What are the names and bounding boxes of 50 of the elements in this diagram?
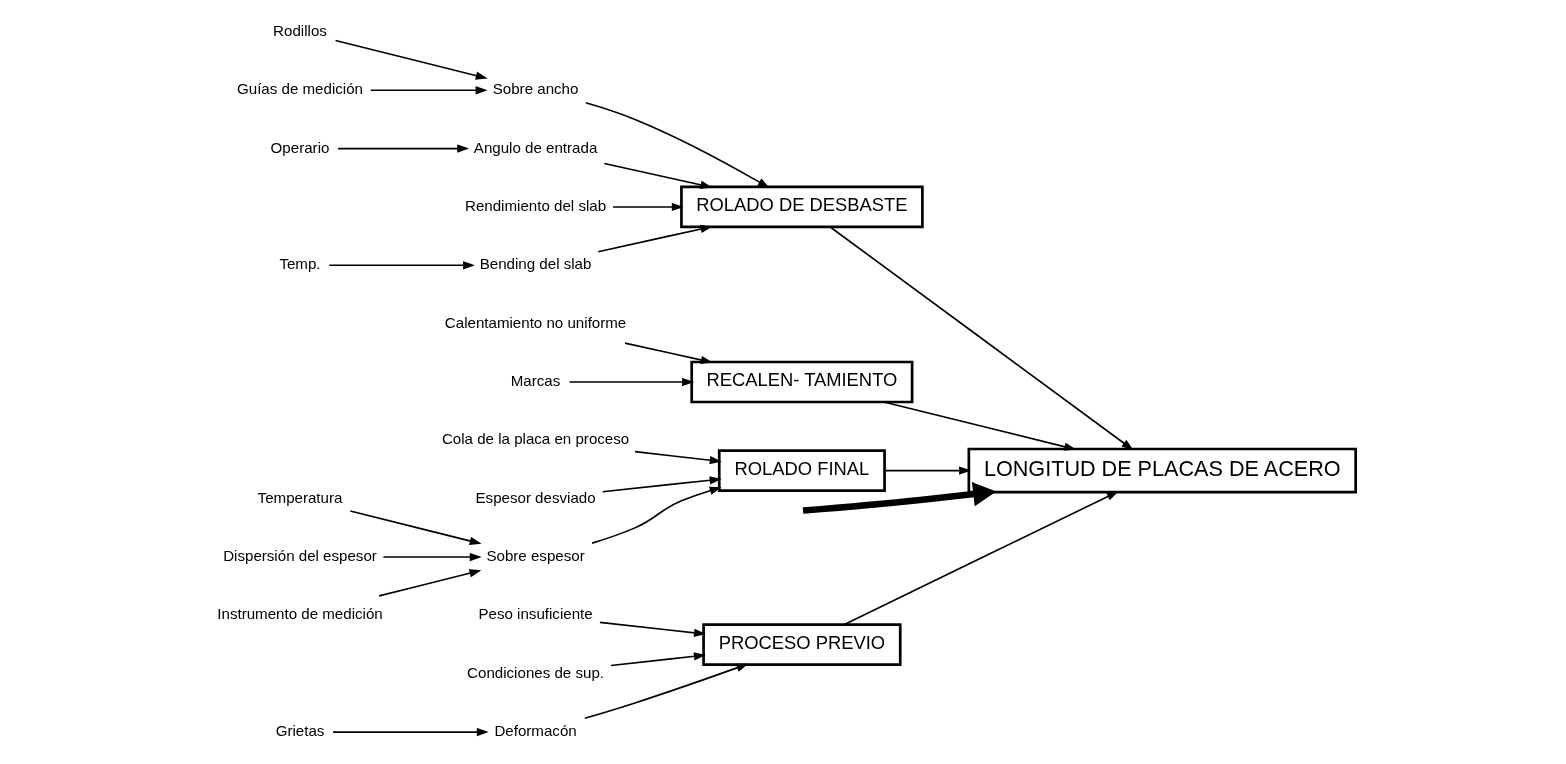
- node-text: Deformacón: [494, 722, 577, 740]
- node-text: Temperatura: [257, 488, 343, 506]
- arrow: [328, 261, 475, 270]
- node-text: Instrumento de medición: [217, 605, 383, 623]
- node-text: Rendimiento del slab: [465, 196, 607, 214]
- arrow: [378, 569, 482, 597]
- node-text: Rodillos: [273, 21, 327, 39]
- arrow: [634, 450, 722, 465]
- arrow: [591, 486, 722, 544]
- arrow: [829, 226, 1134, 451]
- node-text: Guías de medición: [237, 80, 363, 98]
- arrow: [883, 401, 1077, 451]
- node-text: Marcas: [510, 372, 561, 389]
- arrow: [382, 552, 482, 562]
- node-text: Calentamiento no uniforme: [444, 313, 627, 331]
- node-text: Condiciones de sup.: [467, 663, 605, 681]
- arrow: [599, 621, 706, 637]
- node-box: LONGITUD DE PLACAS DE ACERO: [967, 447, 1358, 494]
- node-text: Sobre espesor: [486, 547, 585, 565]
- node-box: ROLADO FINAL: [717, 449, 886, 492]
- node-text: Grietas: [275, 722, 325, 740]
- arrow: [802, 482, 997, 514]
- arrow: [370, 86, 488, 95]
- node-text: Peso insuficiente: [478, 605, 593, 623]
- arrow: [337, 144, 470, 153]
- node-text: Operario: [270, 138, 330, 156]
- arrow: [597, 224, 713, 253]
- node-text: Angulo de entrada: [473, 138, 598, 156]
- node-box: RECALEN- TAMIENTO: [690, 360, 914, 404]
- node-text: Cola de la placa en proceso: [441, 430, 630, 448]
- arrow: [624, 342, 713, 365]
- node-text: Espesor desviado: [475, 488, 596, 506]
- node-text: Dispersión del espesor: [223, 547, 377, 565]
- node-box: PROCESO PREVIO: [702, 623, 902, 666]
- arrow: [883, 466, 971, 475]
- arrow: [334, 39, 488, 80]
- arrow: [349, 510, 482, 545]
- node-box: ROLADO DE DESBASTE: [680, 185, 924, 229]
- node-text: Bending del slab: [479, 255, 592, 273]
- arrow: [610, 652, 706, 667]
- arrow: [843, 491, 1119, 626]
- arrow: [603, 162, 713, 189]
- arrow: [601, 476, 722, 493]
- node-text: Sobre ancho: [492, 80, 579, 98]
- arrow: [332, 727, 489, 737]
- arrow: [612, 202, 684, 212]
- node-text: Temp.: [279, 255, 321, 273]
- arrow: [584, 663, 749, 720]
- arrow: [568, 377, 694, 387]
- arrow: [585, 101, 770, 189]
